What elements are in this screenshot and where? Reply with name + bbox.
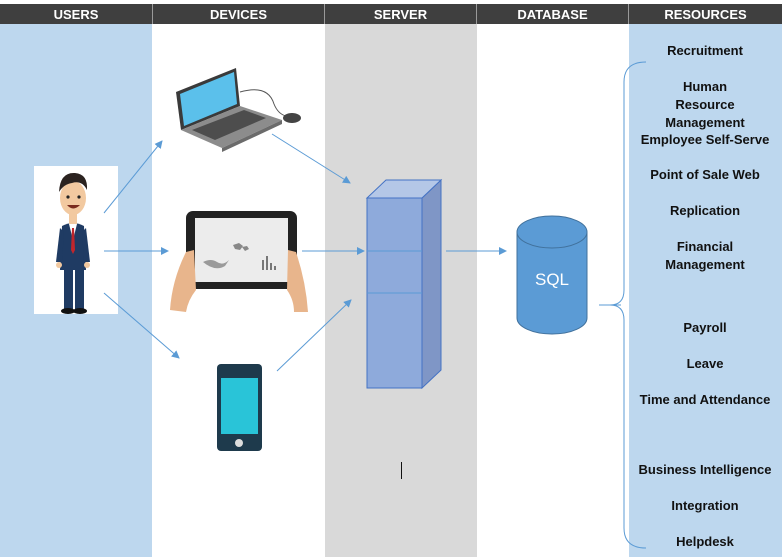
resources-lane (629, 24, 782, 557)
arrow-phone-to-server (276, 299, 352, 372)
tablet-icon (170, 211, 308, 312)
smartphone-icon (217, 364, 262, 451)
header-server: SERVER (325, 4, 477, 24)
resource-item: Employee Self-Serve (640, 132, 770, 147)
server-tower-icon (365, 178, 443, 390)
resources-brace (609, 61, 647, 549)
resource-item: Integration (671, 498, 739, 513)
arrow-laptop-to-server (271, 133, 351, 184)
header-resources: RESOURCES (629, 4, 782, 24)
database-cylinder-icon (516, 215, 588, 335)
arrow-user-to-laptop (103, 140, 163, 214)
database-label: SQL (534, 270, 570, 289)
resource-item: Replication (669, 203, 741, 218)
resource-item: Business Intelligence (638, 462, 772, 477)
resource-item: Payroll (683, 320, 727, 335)
resource-item: Point of Sale Web (650, 167, 760, 182)
header-database: DATABASE (477, 4, 629, 24)
resource-item: Human Resource Management (665, 79, 745, 130)
laptop-icon (176, 68, 301, 152)
resource-item: Helpdesk (676, 534, 734, 549)
header-users: USERS (0, 4, 153, 24)
resource-item: Financial Management (665, 239, 745, 272)
resource-item: Time and Attendance (639, 392, 771, 407)
connector-arrows (103, 133, 621, 372)
header-devices: DEVICES (153, 4, 325, 24)
businessman-icon (34, 166, 118, 314)
resource-item: Leave (686, 356, 724, 371)
text-cursor (401, 462, 402, 479)
resource-item: Recruitment (667, 43, 743, 58)
arrow-user-to-phone (103, 292, 180, 359)
